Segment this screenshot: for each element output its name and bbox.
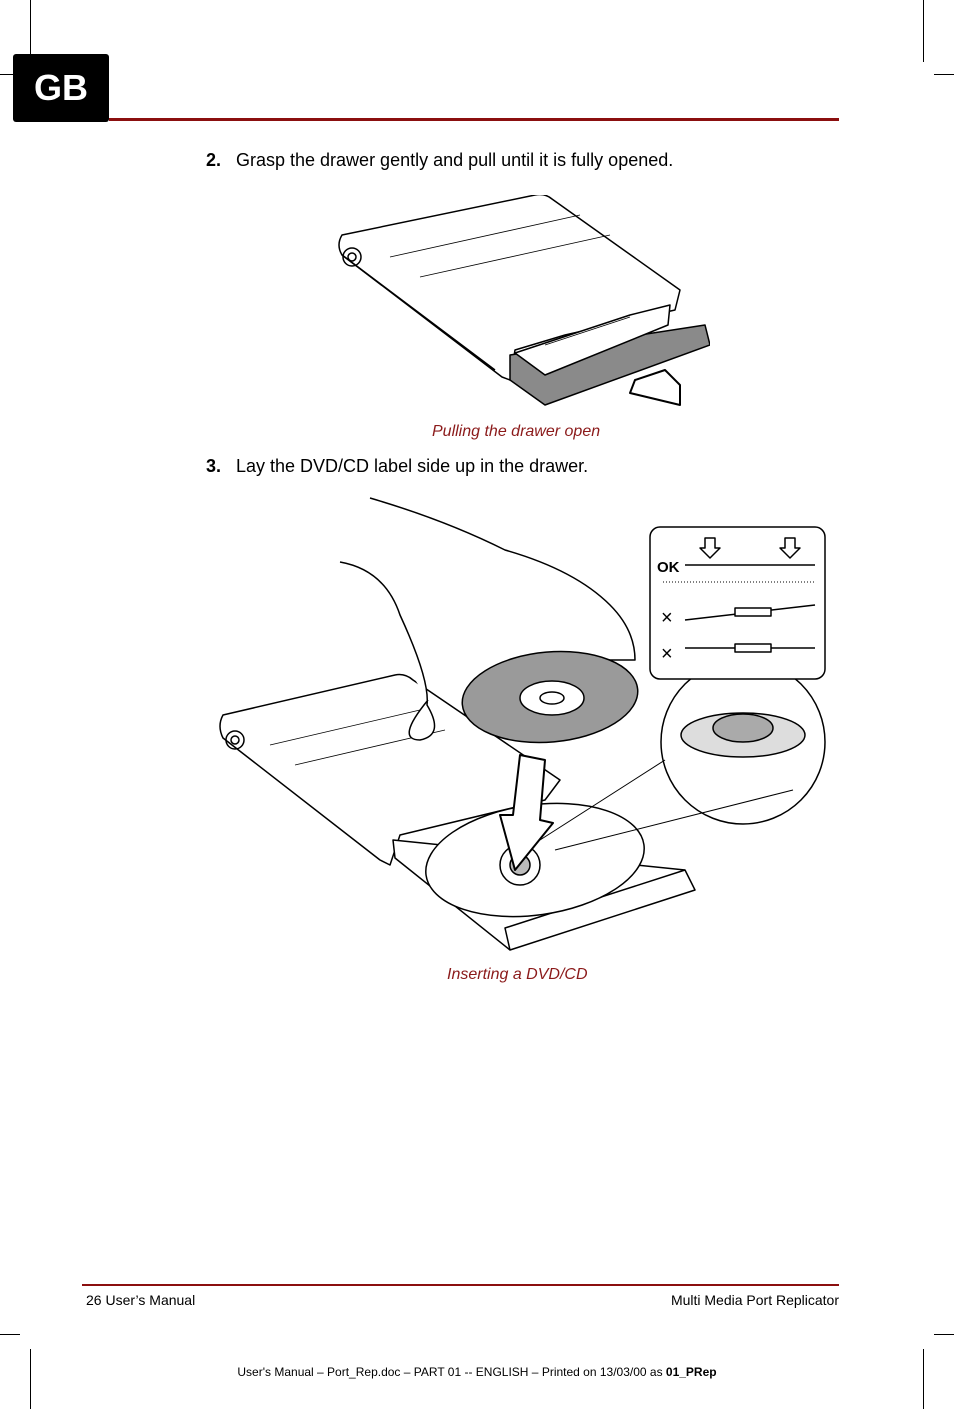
header-rule [109,118,839,121]
crop-mark [30,0,31,62]
insert-disc-illustration: OK × × [219,497,826,951]
step-3: 3. Lay the DVD/CD label side up in the dr… [206,456,588,477]
inset-bad-label: × [661,607,673,629]
footer-right: Multi Media Port Replicator [670,1292,839,1308]
crop-mark [923,0,924,62]
footer-left: 26 User’s Manual [86,1292,196,1308]
footer-rule [82,1284,839,1286]
inset-ok-label: OK [657,559,680,576]
figure-caption: Inserting a DVD/CD [447,966,588,983]
crop-mark [0,1334,20,1335]
inset-bad-label: × [661,643,673,665]
print-line-text: User's Manual – Port_Rep.doc – PART 01 -… [237,1365,666,1379]
print-line-code: 01_PRep [665,1365,717,1379]
step-number: 2. [206,150,222,170]
crop-mark [934,74,954,75]
step-number: 3. [206,456,222,476]
crop-mark [30,1349,31,1409]
drawer-open-illustration [338,195,710,406]
step-text: Lay the DVD/CD label side up in the draw… [236,456,589,476]
crop-mark [0,74,20,75]
step-2: 2. Grasp the drawer gently and pull until… [206,150,673,171]
print-line: User's Manual – Port_Rep.doc – PART 01 -… [0,1365,954,1379]
language-tab: GB [13,54,109,122]
step-text: Grasp the drawer gently and pull until i… [236,150,674,170]
figure-caption: Pulling the drawer open [432,423,601,440]
crop-mark [923,1349,924,1409]
crop-mark [934,1334,954,1335]
